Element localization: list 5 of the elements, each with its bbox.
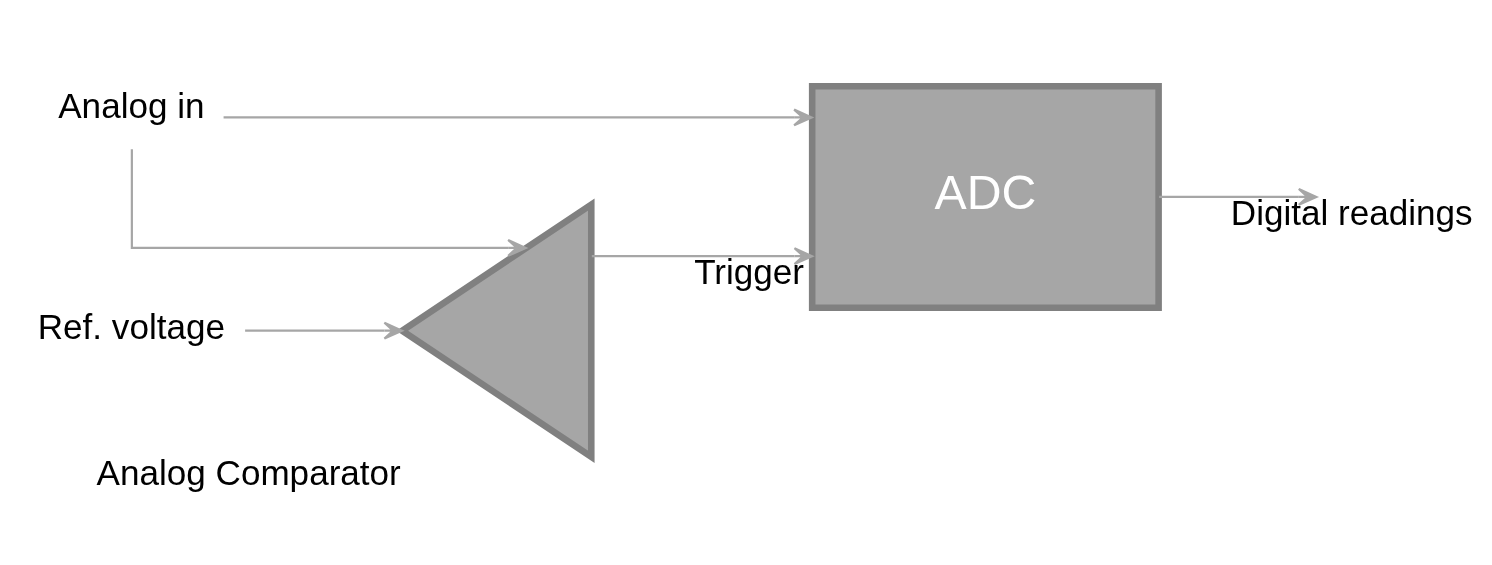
- node-text: Ref. voltage: [37, 306, 225, 346]
- node-text: Analog in: [57, 85, 205, 125]
- node-label: Analog Comparator: [96, 452, 401, 492]
- edge-label: Digital readings: [1230, 192, 1473, 232]
- edge-label: Trigger: [693, 251, 804, 291]
